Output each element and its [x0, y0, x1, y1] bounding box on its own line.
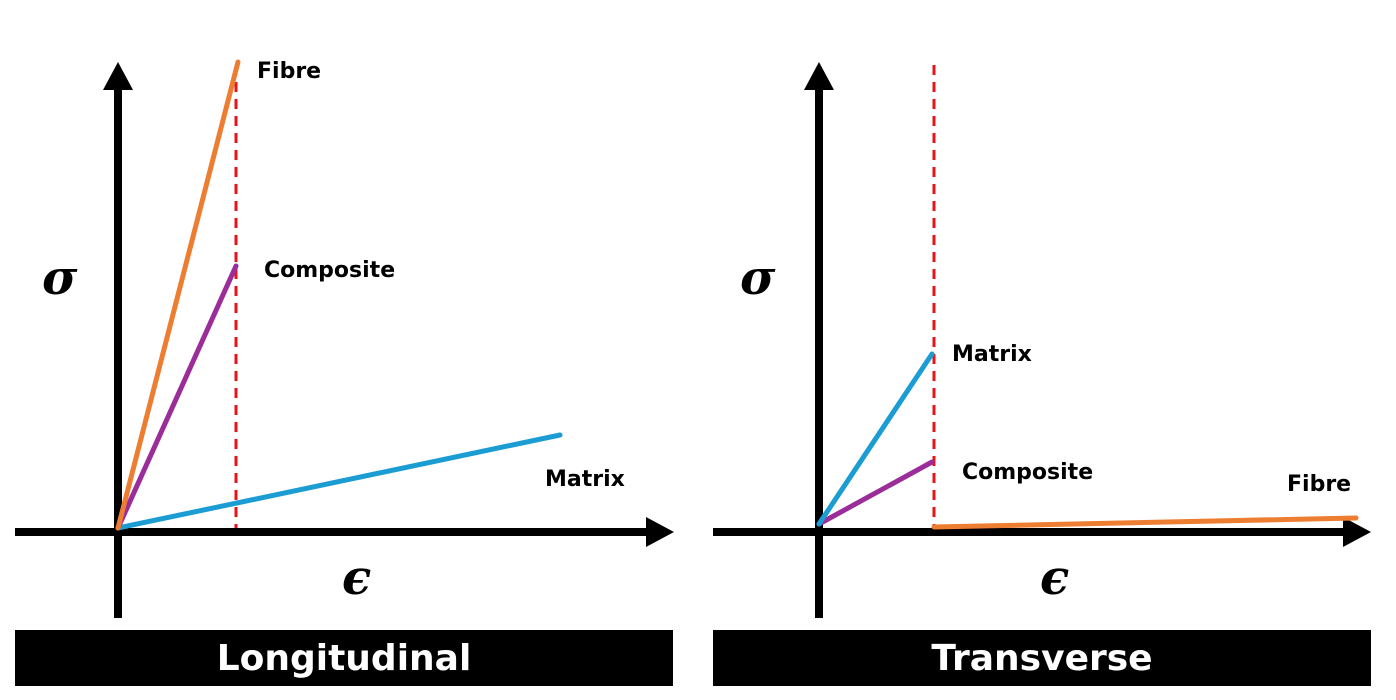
strain-axis-symbol: ϵ	[1040, 550, 1070, 606]
fibre-label: Fibre	[1287, 472, 1352, 497]
matrix-label: Matrix	[952, 342, 1032, 367]
fibre-series-line	[115, 59, 241, 531]
composite-label: Composite	[264, 258, 396, 283]
composite-label: Composite	[962, 460, 1094, 485]
stress-axis-symbol: σ	[740, 250, 776, 306]
composite-series-line	[816, 459, 935, 527]
longitudinal-panel: σ ϵ Fibre Composite Matrix Longitudinal	[15, 59, 674, 686]
longitudinal-diagram	[15, 59, 674, 618]
fibre-label: Fibre	[257, 59, 322, 84]
matrix-label: Matrix	[545, 467, 625, 492]
stress-axis-symbol: σ	[42, 250, 78, 306]
x-axis-arrowhead	[646, 517, 674, 547]
x-axis-arrowhead	[1343, 517, 1371, 547]
transverse-panel: σ ϵ Matrix Composite Fibre Transverse	[698, 0, 1396, 700]
fibre-series-line	[931, 515, 1359, 530]
transverse-diagram	[713, 62, 1371, 618]
matrix-series-line	[816, 351, 935, 527]
y-axis-arrowhead	[804, 62, 834, 90]
transverse-caption: Transverse	[713, 630, 1371, 686]
strain-axis-symbol: ϵ	[342, 550, 372, 606]
y-axis-arrowhead	[103, 62, 133, 90]
composite-series-line	[115, 263, 239, 531]
longitudinal-caption: Longitudinal	[15, 630, 673, 686]
matrix-series-line	[115, 432, 563, 531]
